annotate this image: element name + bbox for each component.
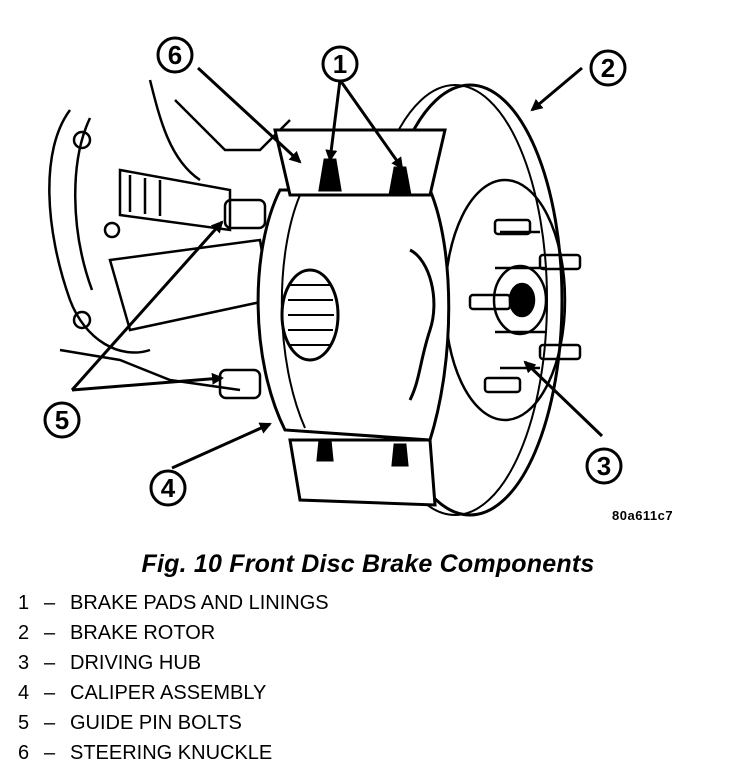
- driving-hub-drawing: [443, 178, 582, 422]
- legend-number: 4: [18, 682, 30, 704]
- callout-4: 4: [149, 469, 187, 507]
- legend-dash: –: [44, 622, 56, 644]
- figure-caption: Fig. 10 Front Disc Brake Components: [141, 550, 595, 578]
- legend-list: 1 – BRAKE PADS AND LININGS 2 – BRAKE ROT…: [18, 590, 329, 770]
- svg-text:6: 6: [168, 40, 182, 70]
- legend-number: 1: [18, 592, 30, 614]
- legend-label: BRAKE ROTOR: [70, 622, 216, 644]
- callout-3: 3: [585, 447, 623, 485]
- caliper-assembly-drawing: [256, 188, 451, 442]
- drawing-code: 80a611c7: [612, 508, 674, 523]
- legend-label: BRAKE PADS AND LININGS: [70, 592, 329, 614]
- legend-label: CALIPER ASSEMBLY: [70, 682, 267, 704]
- legend-item: 2 – BRAKE ROTOR: [18, 620, 329, 650]
- legend-dash: –: [44, 712, 56, 734]
- legend-number: 6: [18, 742, 30, 764]
- brake-assembly-illustration: 1 2 3 4 5 6: [43, 36, 627, 517]
- svg-text:1: 1: [333, 49, 347, 79]
- legend-number: 2: [18, 622, 30, 644]
- legend-dash: –: [44, 682, 56, 704]
- callout-2: 2: [589, 49, 627, 87]
- legend-label: STEERING KNUCKLE: [70, 742, 273, 764]
- legend-label: DRIVING HUB: [70, 652, 202, 674]
- legend-dash: –: [44, 652, 56, 674]
- legend-item: 3 – DRIVING HUB: [18, 650, 329, 680]
- steering-knuckle-drawing: [48, 79, 291, 400]
- legend-number: 3: [18, 652, 30, 674]
- svg-text:2: 2: [601, 53, 615, 83]
- legend-number: 5: [18, 712, 30, 734]
- callout-1: 1: [321, 45, 359, 83]
- brake-pads-drawing: [273, 128, 447, 507]
- legend-label: GUIDE PIN BOLTS: [70, 712, 242, 734]
- callout-5: 5: [43, 401, 81, 439]
- legend-item: 6 – STEERING KNUCKLE: [18, 740, 329, 770]
- leader-arrows: [70, 66, 604, 470]
- legend-item: 5 – GUIDE PIN BOLTS: [18, 710, 329, 740]
- callout-6: 6: [156, 36, 194, 74]
- legend-dash: –: [44, 742, 56, 764]
- svg-text:3: 3: [597, 451, 611, 481]
- svg-text:5: 5: [55, 405, 69, 435]
- legend-item: 1 – BRAKE PADS AND LININGS: [18, 590, 329, 620]
- legend-item: 4 – CALIPER ASSEMBLY: [18, 680, 329, 710]
- svg-text:4: 4: [161, 473, 176, 503]
- legend-dash: –: [44, 592, 56, 614]
